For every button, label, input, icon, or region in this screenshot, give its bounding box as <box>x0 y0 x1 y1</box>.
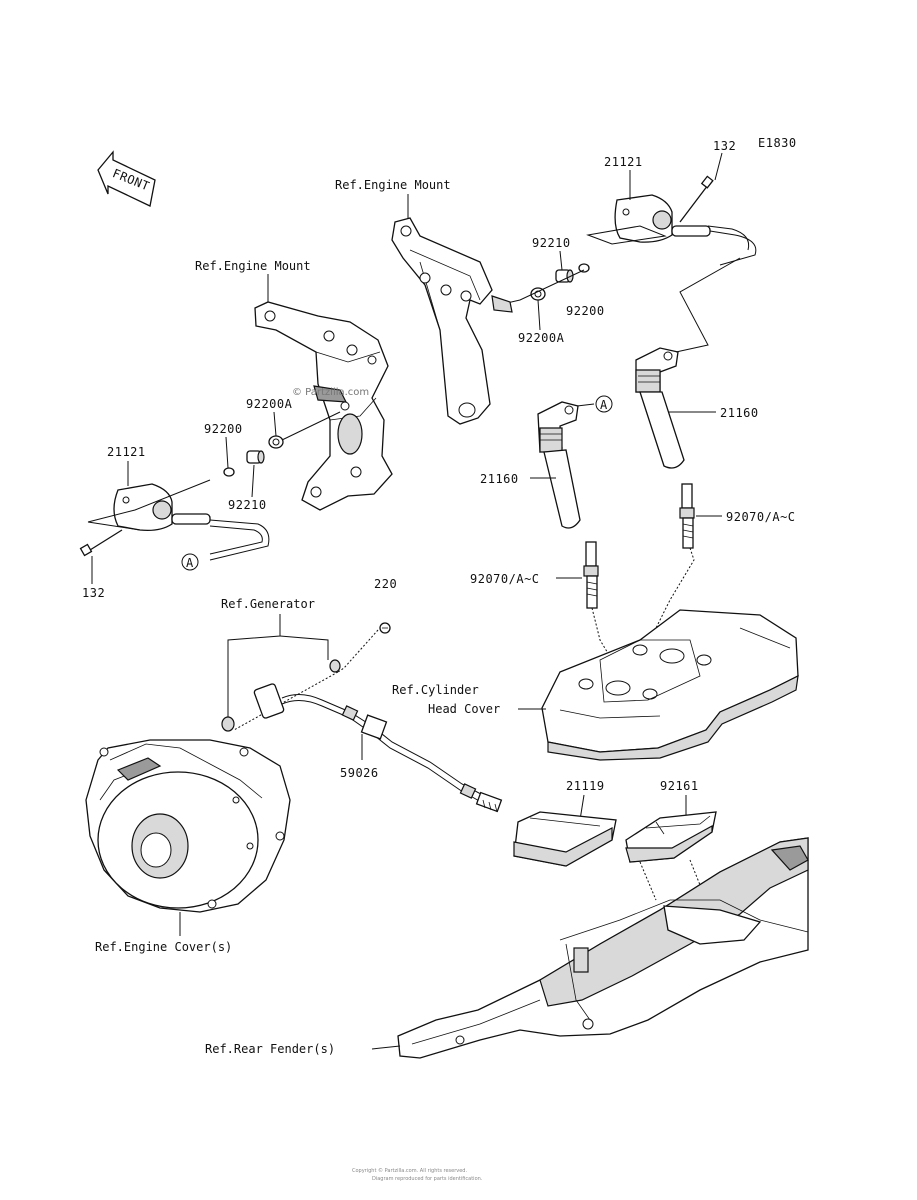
label-92210-upper: 92210 <box>532 236 571 250</box>
collar-92210-upper <box>555 269 574 283</box>
label-220: 220 <box>374 577 397 591</box>
label-21160-right: 21160 <box>720 406 759 420</box>
ref-engine-cover: Ref.Engine Cover(s) <box>95 940 232 954</box>
label-21160-left: 21160 <box>480 472 519 486</box>
label-21119: 21119 <box>566 779 605 793</box>
generator-lead-59026 <box>221 659 503 813</box>
washer-92200-left <box>223 467 235 477</box>
label-21121-upper: 21121 <box>604 155 643 169</box>
generator-engine-cover <box>85 739 291 913</box>
label-92200-upper: 92200 <box>566 304 605 318</box>
callout-a-left <box>181 553 199 571</box>
callout-a-left-label: A <box>186 556 194 570</box>
spark-plug-cap-left <box>537 401 581 529</box>
label-21121-left: 21121 <box>107 445 146 459</box>
bolt-132-lower <box>79 529 123 557</box>
engine-mount-bracket-upper <box>391 217 513 425</box>
label-59026: 59026 <box>340 766 379 780</box>
label-92070-right: 92070/A~C <box>726 510 796 524</box>
label-92200a-left: 92200A <box>246 397 293 411</box>
cylinder-head-cover <box>541 609 799 761</box>
label-92210-left: 92210 <box>228 498 267 512</box>
collar-92210-left <box>246 450 265 464</box>
diagram-code: E1830 <box>758 136 797 150</box>
spark-plug-right <box>679 483 695 549</box>
label-132-lower: 132 <box>82 586 105 600</box>
label-92200a-upper: 92200A <box>518 331 565 345</box>
engine-mount-bracket-left <box>254 301 393 511</box>
screw-220 <box>379 622 391 634</box>
ignition-coil-lower <box>113 483 211 532</box>
ecu-21119 <box>513 811 617 867</box>
ref-engine-mount-left: Ref.Engine Mount <box>195 259 311 273</box>
front-arrow-icon: FRONT <box>97 150 156 207</box>
rear-fender <box>397 837 809 1059</box>
label-92070-left: 92070/A~C <box>470 572 540 586</box>
label-132-upper: 132 <box>713 139 736 153</box>
ref-engine-mount-upper: Ref.Engine Mount <box>335 178 451 192</box>
label-92200-left: 92200 <box>204 422 243 436</box>
ignition-coil-upper <box>614 194 757 266</box>
callout-a-right <box>595 395 613 413</box>
spark-plug-left <box>583 541 599 609</box>
copyright-line-2: Diagram reproduced for parts identificat… <box>372 1176 483 1182</box>
ref-generator: Ref.Generator <box>221 597 315 611</box>
callout-a-right-label: A <box>600 398 608 412</box>
ref-rear-fender: Ref.Rear Fender(s) <box>205 1042 335 1056</box>
ref-cylinder-head-cover-line2: Head Cover <box>428 702 500 716</box>
copyright-line-1: Copyright © Partzilla.com. All rights re… <box>352 1167 467 1174</box>
ecu-holder-92161 <box>625 811 717 863</box>
spark-plug-cap-right <box>635 347 685 469</box>
label-92161: 92161 <box>660 779 699 793</box>
washer-92200-upper <box>578 263 590 273</box>
ref-cylinder-head-cover-line1: Ref.Cylinder <box>392 683 479 697</box>
watermark-text: © Partzilla.com <box>292 387 369 398</box>
bolt-132-upper <box>679 175 714 223</box>
